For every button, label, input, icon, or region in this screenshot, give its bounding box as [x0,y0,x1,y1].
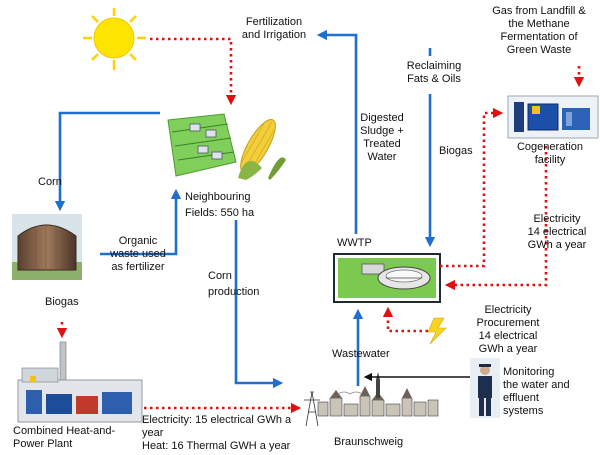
wastewater-text: Wastewater [332,348,390,360]
monitoring-person-icon [470,358,500,418]
landfill-gas-line4: Green Waste [506,44,572,56]
biogas-cogen-label: Biogas [439,145,473,158]
corn-label: Corn [38,176,62,189]
organic-waste-label: Organic waste used as fertilizer [98,235,178,274]
lightning-icon [427,317,447,345]
chp-output-label: Electricity: 15 electrical GWh a year He… [142,414,291,453]
landfill-gas-line2: the Methane [508,18,570,30]
arrow-sun-energy [150,37,237,106]
digested-sludge-line4: Water [367,151,397,163]
wwtp-text: WWTP [337,237,372,249]
monitoring-line4: systems [503,405,544,417]
monitoring-line1: Monitoring [503,366,555,378]
monitoring-line2: the water and [503,379,570,391]
arrow-corn-production [234,220,284,389]
cogeneration-line2: facility [534,154,566,166]
reclaiming-line2: Fats & Oils [407,73,461,85]
reclaiming-label: Reclaiming Fats & Oils [396,60,472,86]
wwtp-label: WWTP [337,237,372,250]
organic-waste-line1: Organic [118,235,158,247]
cogeneration-facility-icon [507,95,599,139]
biogas-digester-text: Biogas [45,296,79,308]
braunschweig-city-icon [317,372,439,417]
monitoring-line3: effluent [503,392,539,404]
biogas-digester-icon [12,214,82,280]
fertilization-line2: and Irrigation [241,29,307,41]
chp-line2: Power Plant [13,438,73,450]
power-plant-icon [17,341,143,423]
electricity-cogen-label: Electricity 14 electrical GWh a year [517,213,597,252]
arrow-biogas-to-cogen [440,107,504,268]
arrow-electricity-procurement [382,306,428,333]
corn-production-line1: Corn [208,270,232,282]
landfill-gas-line3: Fermentation of [500,31,578,43]
power-pylon-icon [304,391,320,427]
cogeneration-line1: Cogeneration [516,141,584,153]
chp-output-line3: Heat: 16 Thermal GWH a year [142,440,291,452]
corn-production-label: Corn production [208,270,259,299]
chp-output-line1: Electricity: 15 electrical GWh a [142,414,292,426]
arrow-organic-waste [100,188,182,256]
digested-sludge-label: Digested Sludge + Treated Water [348,112,416,164]
electricity-cogen-line2: 14 electrical [527,226,587,238]
cogeneration-label: Cogeneration facility [510,141,590,167]
corn-icon [238,119,286,180]
reclaiming-line1: Reclaiming [406,60,462,72]
monitoring-label: Monitoring the water and effluent system… [503,366,570,418]
electricity-cogen-line1: Electricity [533,213,581,225]
chp-label: Combined Heat-and- Power Plant [13,425,115,451]
organic-waste-line2: waste used [110,248,166,260]
electricity-procurement-line1: Electricity [484,304,532,316]
landfill-gas-label: Gas from Landfill & the Methane Fermenta… [480,5,598,57]
electricity-cogen-line3: GWh a year [527,239,587,251]
biogas-cogen-text: Biogas [439,145,473,157]
wastewater-label: Wastewater [332,348,390,361]
arrow-electricity-cogen [444,146,548,291]
braunschweig-text: Braunschweig [334,436,404,448]
sun-icon [83,8,146,70]
organic-waste-line3: as fertilizer [111,261,165,273]
electricity-procurement-line3: 14 electrical [478,330,538,342]
digested-sludge-line2: Sludge + [360,125,404,137]
corn-text: Corn [38,176,62,188]
fertilization-label: Fertilization and Irrigation [226,16,322,42]
electricity-procurement-line4: GWh a year [478,343,538,355]
fields-line1: Neighbouring [185,191,251,203]
chp-line1: Combined Heat-and- [13,425,116,437]
landfill-gas-line1: Gas from Landfill & [492,5,586,17]
arrow-corn [54,111,160,212]
fertilization-line1: Fertilization [245,16,303,28]
fields-label: Neighbouring Fields: 550 ha [185,191,254,220]
electricity-procurement-line2: Procurement [476,317,540,329]
braunschweig-label: Braunschweig [334,436,403,449]
fields-line2: Fields: 550 ha [185,207,255,219]
chp-output-line2: year [142,427,164,439]
wwtp-icon [333,253,441,303]
corn-production-line2: production [208,286,260,298]
digested-sludge-line3: Treated [363,138,401,150]
fields-icon [165,112,237,178]
digested-sludge-line1: Digested [360,112,404,124]
biogas-digester-label: Biogas [45,296,79,309]
electricity-procurement-label: Electricity Procurement 14 electrical GW… [468,304,548,356]
arrow-fertilization [316,29,358,234]
